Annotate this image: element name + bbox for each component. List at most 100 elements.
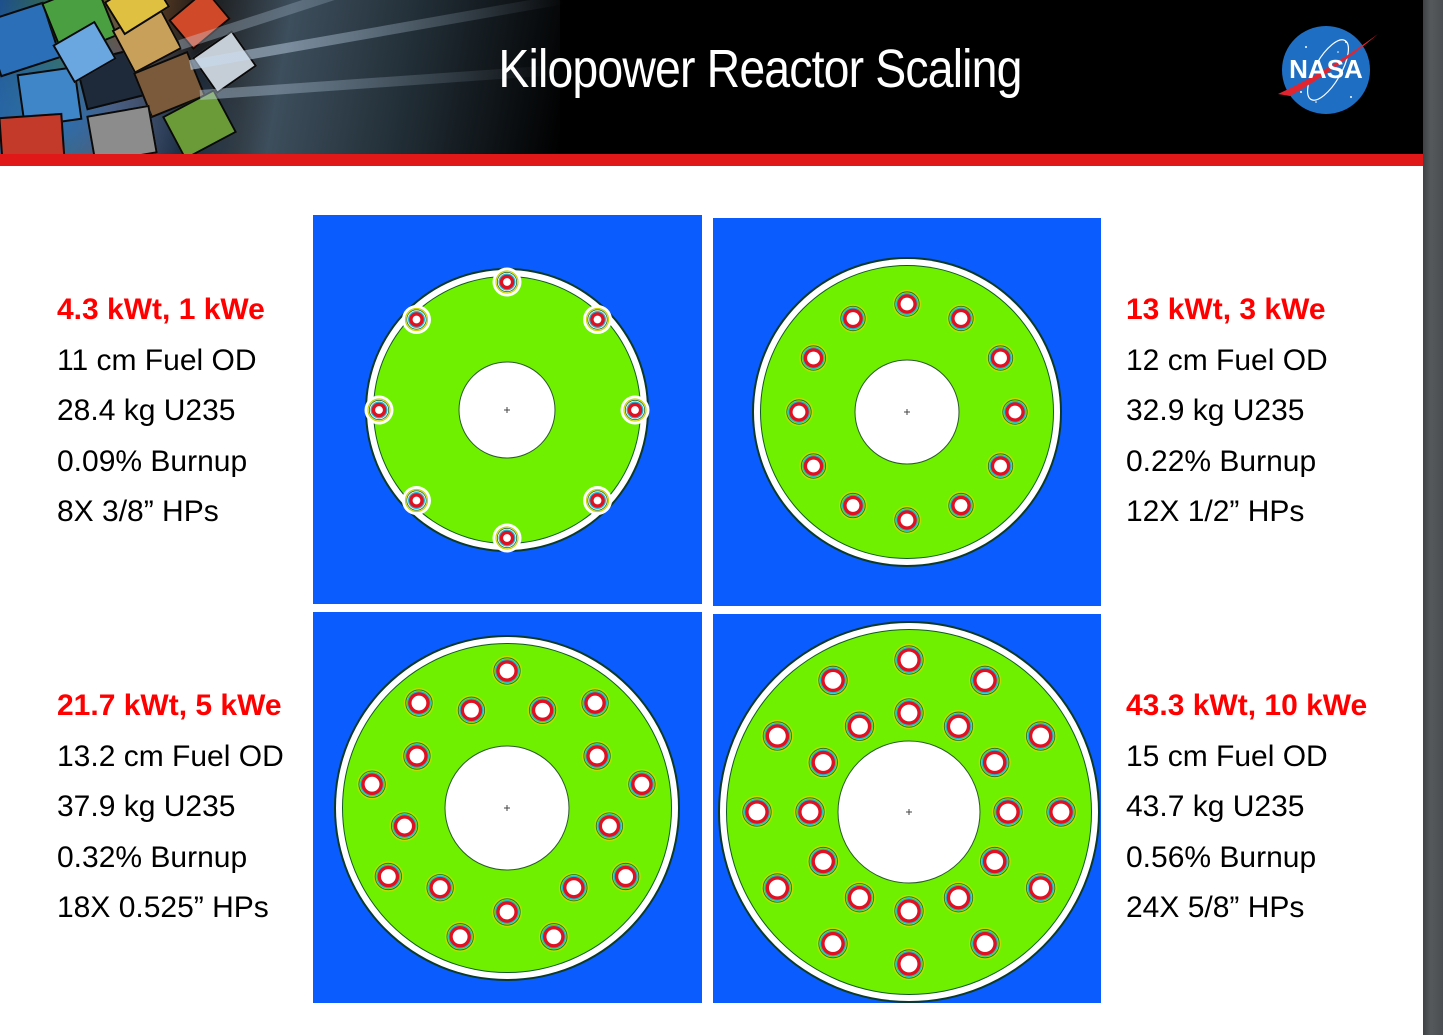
- heat-pipe-icon: [589, 748, 605, 764]
- heat-pipe-icon: [976, 935, 994, 953]
- heat-pipe-icon: [814, 754, 832, 771]
- heat-pipe-icon: [411, 695, 427, 711]
- reactor-diagram-5kwe: [313, 612, 702, 1003]
- reactor-cross-section: [364, 267, 650, 553]
- u235-mass: 43.7 kg U235: [1126, 790, 1305, 823]
- spec-block-3kwe: 13 kWt, 3 kWe 12 cm Fuel OD 32.9 kg U235…: [1126, 285, 1328, 538]
- heat-pipe-icon: [593, 496, 602, 505]
- slide-title: Kilopower Reactor Scaling: [498, 39, 1022, 99]
- heat-pipe-icon: [546, 929, 562, 945]
- heat-pipe-icon: [994, 459, 1007, 473]
- heat-pipe-icon: [375, 406, 383, 414]
- heat-pipe-icon: [380, 869, 396, 884]
- power-rating: 13 kWt, 3 kWe: [1126, 293, 1326, 326]
- heat-pipes: 24X 5/8” HPs: [1126, 891, 1305, 924]
- heat-pipe-icon: [986, 853, 1004, 870]
- heat-pipe-icon: [566, 880, 582, 896]
- heat-pipe-icon: [954, 499, 968, 512]
- heat-pipe-icon: [900, 902, 918, 920]
- heat-pipe-icon: [900, 297, 914, 311]
- heat-pipe-icon: [1032, 879, 1050, 897]
- heat-pipe-icon: [634, 776, 650, 792]
- heat-pipe-icon: [412, 496, 421, 505]
- heat-pipe-icon: [999, 803, 1017, 821]
- spec-block-1kwe: 4.3 kWt, 1 kWe 11 cm Fuel OD 28.4 kg U23…: [57, 285, 265, 538]
- heat-pipe-icon: [950, 717, 967, 735]
- header-banner-image: [0, 0, 566, 154]
- heat-pipe-icon: [954, 312, 968, 325]
- heat-pipe-icon: [846, 312, 860, 325]
- heat-pipe-icon: [587, 695, 603, 711]
- burnup: 0.22% Burnup: [1126, 444, 1317, 478]
- heat-pipe-icon: [851, 889, 868, 907]
- burnup: 0.32% Burnup: [57, 840, 248, 874]
- heat-pipe-icon: [503, 534, 511, 542]
- heat-pipe-icon: [748, 803, 766, 821]
- heat-pipe-icon: [846, 499, 860, 512]
- heat-pipe-icon: [1032, 727, 1050, 745]
- heat-pipe-icon: [412, 315, 421, 324]
- heat-pipe-icon: [593, 315, 602, 324]
- reactor-cross-section: [334, 635, 680, 981]
- fuel-od: 15 cm Fuel OD: [1126, 739, 1328, 773]
- u235-mass: 37.9 kg U235: [57, 790, 236, 823]
- heat-pipe-icon: [994, 351, 1007, 365]
- power-rating: 43.3 kWt, 10 kWe: [1126, 689, 1368, 722]
- heat-pipe-icon: [900, 955, 918, 973]
- heat-pipe-icon: [807, 351, 820, 365]
- reactor-cross-section: [718, 621, 1100, 1003]
- scrollbar[interactable]: [1423, 0, 1443, 1035]
- heat-pipe-icon: [900, 513, 914, 527]
- heat-pipe-icon: [1008, 405, 1022, 419]
- heat-pipe-icon: [814, 853, 832, 870]
- heat-pipe-icon: [768, 879, 786, 897]
- heat-pipe-icon: [986, 754, 1004, 771]
- heat-pipe-icon: [503, 278, 511, 286]
- heat-pipe-icon: [464, 702, 479, 718]
- heat-pipe-icon: [900, 651, 918, 669]
- heat-pipe-icon: [409, 748, 425, 764]
- heat-pipe-icon: [618, 869, 634, 884]
- heat-pipe-icon: [452, 929, 468, 945]
- power-rating: 21.7 kWt, 5 kWe: [57, 689, 282, 722]
- svg-text:NASA: NASA: [1289, 54, 1363, 84]
- heat-pipe-icon: [364, 776, 380, 792]
- heat-pipe-icon: [432, 880, 448, 896]
- heat-pipe-icon: [900, 704, 918, 722]
- fuel-od: 11 cm Fuel OD: [57, 343, 257, 377]
- fuel-od: 13.2 cm Fuel OD: [57, 739, 284, 773]
- reactor-diagram-3kwe: [713, 218, 1101, 606]
- heat-pipe-icon: [792, 405, 806, 419]
- heat-pipe-icon: [807, 459, 820, 473]
- heat-pipe-icon: [824, 671, 842, 689]
- burnup: 0.09% Burnup: [57, 444, 248, 478]
- reactor-cross-section: [752, 257, 1062, 567]
- reactor-diagram-10kwe: [713, 614, 1101, 1003]
- heat-pipe-icon: [824, 935, 842, 953]
- heat-pipes: 8X 3/8” HPs: [57, 495, 219, 528]
- heat-pipe-icon: [397, 818, 412, 834]
- heat-pipes: 18X 0.525” HPs: [57, 891, 269, 924]
- u235-mass: 28.4 kg U235: [57, 394, 236, 427]
- slide-header: Kilopower Reactor Scaling NASA: [0, 0, 1423, 154]
- heat-pipe-icon: [1052, 803, 1070, 821]
- spec-block-10kwe: 43.3 kWt, 10 kWe 15 cm Fuel OD 43.7 kg U…: [1126, 681, 1367, 934]
- nasa-meatball-icon: NASA: [1276, 22, 1380, 116]
- heat-pipe-icon: [801, 803, 819, 821]
- header-accent-bar: [0, 154, 1423, 166]
- u235-mass: 32.9 kg U235: [1126, 394, 1305, 427]
- heat-pipe-icon: [535, 702, 550, 718]
- heat-pipe-icon: [976, 671, 994, 689]
- reactor-diagram-1kwe: [313, 215, 702, 604]
- heat-pipe-icon: [602, 818, 617, 834]
- fuel-od: 12 cm Fuel OD: [1126, 343, 1328, 377]
- power-rating: 4.3 kWt, 1 kWe: [57, 293, 265, 326]
- burnup: 0.56% Burnup: [1126, 840, 1317, 874]
- heat-pipe-icon: [499, 663, 515, 679]
- heat-pipe-icon: [851, 717, 868, 735]
- heat-pipe-icon: [768, 727, 786, 745]
- heat-pipe-icon: [950, 889, 967, 907]
- heat-pipe-icon: [499, 904, 515, 920]
- heat-pipes: 12X 1/2” HPs: [1126, 495, 1305, 528]
